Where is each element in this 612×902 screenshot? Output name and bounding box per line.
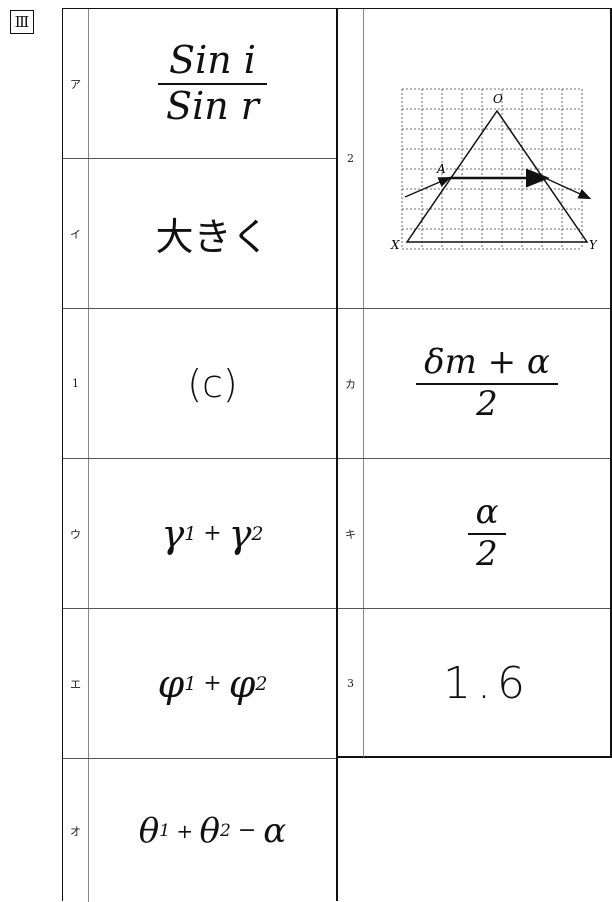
label-a: A xyxy=(436,162,446,176)
label-o: O xyxy=(493,92,503,106)
symbol: α xyxy=(263,810,287,851)
fraction-denominator: 2 xyxy=(476,533,498,574)
answer-text: 大きく xyxy=(155,215,270,259)
row-label: カ xyxy=(338,309,364,458)
dotted-grid xyxy=(401,88,583,249)
answer-row-a: ア Sin i Sin r xyxy=(63,9,336,159)
row-label: ア xyxy=(63,9,89,158)
prism-diagram: O A X Y xyxy=(364,9,610,308)
prism-triangle xyxy=(405,109,589,243)
label-y: Y xyxy=(589,238,597,252)
symbol: θ xyxy=(199,810,221,851)
row-label: 2 xyxy=(338,9,364,308)
row-label: ウ xyxy=(63,459,89,608)
fraction-bar xyxy=(467,532,507,535)
answer-snell-ratio: Sin i Sin r xyxy=(89,9,336,158)
subscript: 2 xyxy=(255,672,268,695)
symbol: γ xyxy=(161,511,185,556)
fraction-numerator: Sin i xyxy=(169,37,256,82)
fraction-bar xyxy=(158,82,267,85)
section-label: Ⅲ xyxy=(10,10,34,34)
operator: + xyxy=(196,521,229,546)
fraction: δm + α 2 xyxy=(416,341,558,424)
row-label: オ xyxy=(63,759,89,902)
symbol: γ xyxy=(228,511,252,556)
answer-refractive-index: 1.6 xyxy=(443,657,531,709)
operator: + xyxy=(196,671,229,696)
symbol: θ xyxy=(138,810,160,851)
answer-deviation-fraction: δm + α 2 xyxy=(364,309,610,458)
answer-column-right: 2 xyxy=(338,8,612,758)
fraction: α 2 xyxy=(467,491,507,574)
label-x: X xyxy=(390,238,400,252)
operator: + xyxy=(170,818,200,843)
row-label: 1 xyxy=(63,309,89,458)
answer-alpha-half: α 2 xyxy=(364,459,610,608)
incident-ray xyxy=(404,176,452,198)
fraction: Sin i Sin r xyxy=(158,37,267,128)
row-label: イ xyxy=(63,159,89,308)
row-label: 3 xyxy=(338,609,364,757)
fraction-bar xyxy=(416,382,558,385)
fraction-denominator: 2 xyxy=(476,383,498,424)
row-label: エ xyxy=(63,609,89,758)
fraction-numerator: δm + α xyxy=(424,341,550,382)
subscript: 2 xyxy=(220,820,231,841)
emergent-ray xyxy=(544,176,592,199)
answer-row-1: 1 (c) xyxy=(63,309,336,459)
answer-row-i: イ 大きく xyxy=(63,159,336,309)
fraction-denominator: Sin r xyxy=(166,83,259,128)
answer-row-2: 2 xyxy=(338,9,610,309)
symbol: φ xyxy=(157,661,185,706)
prism-ray-diagram: O A X Y xyxy=(390,88,597,252)
fraction-numerator: α xyxy=(475,491,499,532)
answer-row-ki: キ α 2 xyxy=(338,459,610,609)
subscript: 1 xyxy=(159,820,171,841)
answer-choice: (c) xyxy=(187,361,238,406)
subscript: 2 xyxy=(251,522,264,545)
subscript: 1 xyxy=(184,672,197,695)
answer-row-ka: カ δm + α 2 xyxy=(338,309,610,459)
row-label: キ xyxy=(338,459,364,608)
symbol: φ xyxy=(228,661,256,706)
answer-row-3: 3 1.6 xyxy=(338,609,610,757)
subscript: 1 xyxy=(184,522,197,545)
operator: − xyxy=(230,818,264,843)
